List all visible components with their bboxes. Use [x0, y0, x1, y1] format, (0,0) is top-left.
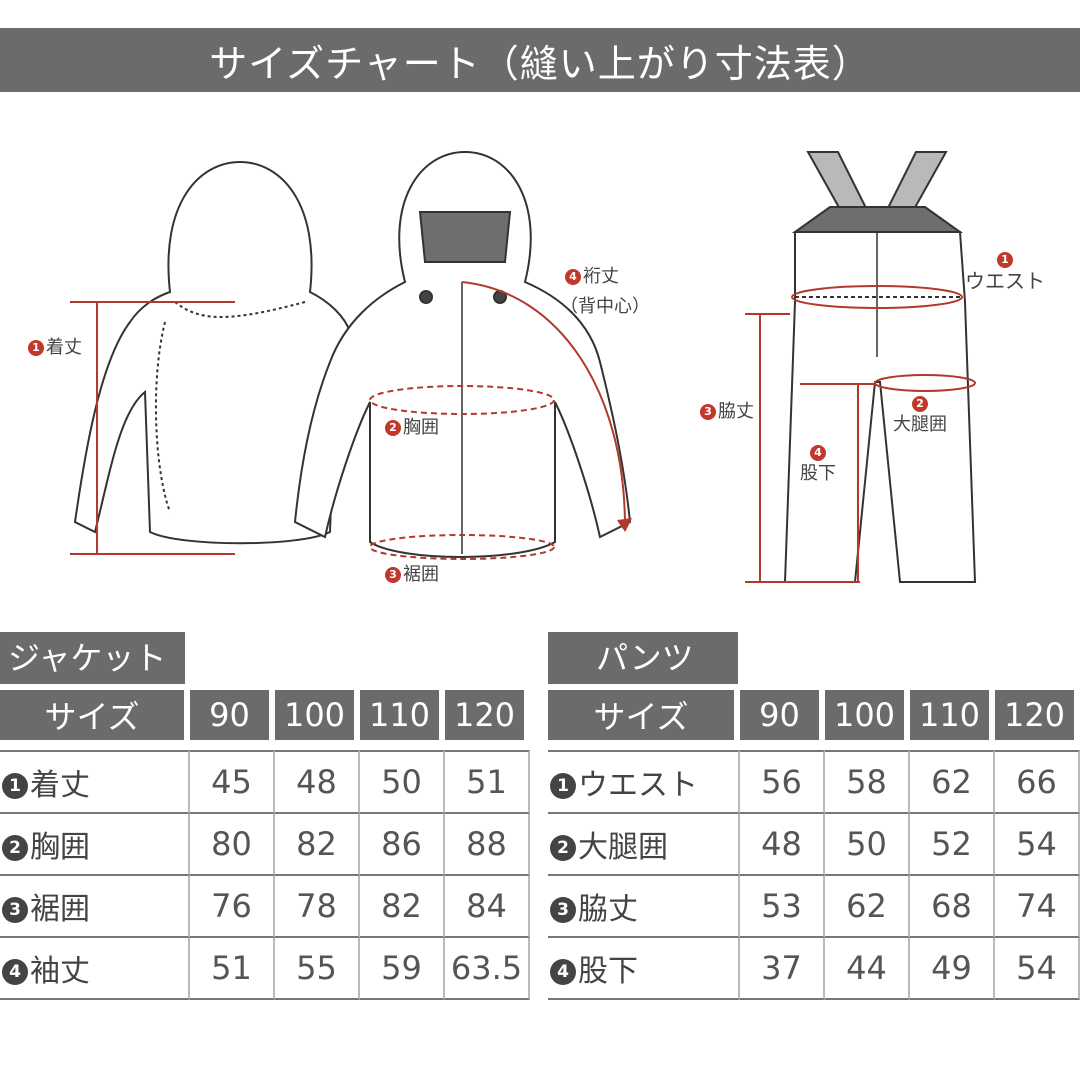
size-header: サイズ — [0, 690, 190, 740]
size-100: 100 — [825, 690, 910, 740]
pants-illustration — [783, 151, 977, 583]
size-120: 120 — [445, 690, 530, 740]
number-badge: 3 — [385, 567, 401, 583]
number-badge: 4 — [565, 269, 581, 285]
jacket-front-illustration — [293, 150, 632, 558]
number-badge: 3 — [700, 404, 716, 420]
size-110: 110 — [360, 690, 445, 740]
number-badge: 2 — [912, 396, 928, 412]
jacket-section-header: ジャケット — [0, 632, 185, 684]
label-jacket-sleeve-sub: （背中心） — [560, 296, 650, 317]
size-90: 90 — [740, 690, 825, 740]
size-90: 90 — [190, 690, 275, 740]
jacket-back-illustration — [73, 160, 352, 545]
size-header: サイズ — [548, 690, 740, 740]
number-badge: 4 — [810, 445, 826, 461]
measurement-guides — [70, 281, 976, 583]
page-title: サイズチャート（縫い上がり寸法表） — [0, 28, 1080, 92]
number-badge: 2 — [385, 420, 401, 436]
number-badge: 1 — [28, 340, 44, 356]
size-110: 110 — [910, 690, 995, 740]
pants-section-header: パンツ — [548, 632, 738, 684]
number-badge: 1 — [997, 252, 1013, 268]
garment-diagram — [70, 150, 977, 583]
size-100: 100 — [275, 690, 360, 740]
size-120: 120 — [995, 690, 1080, 740]
